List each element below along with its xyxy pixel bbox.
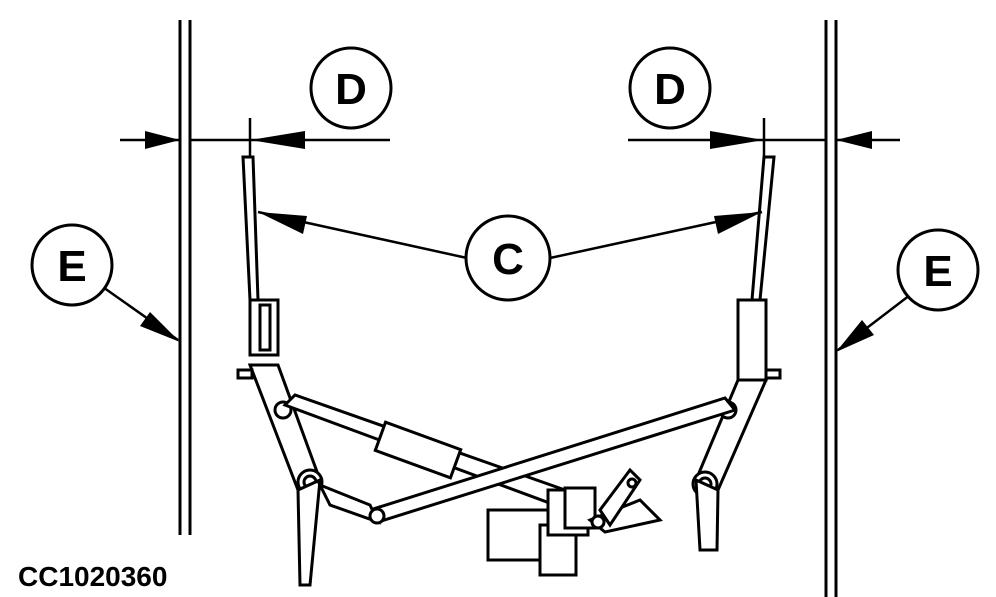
left-rail [178,20,192,535]
svg-text:E: E [57,242,86,291]
figure-id: CC1020360 [18,561,167,592]
callout-d-right: D [628,46,712,130]
leader-e-left [99,283,180,342]
callout-c: C [464,214,552,302]
leader-e-right [836,294,911,352]
callout-e-right: E [896,228,980,312]
callout-d-left: D [309,46,393,130]
cross-links [282,393,738,525]
svg-text:D: D [654,65,686,114]
svg-text:D: D [335,65,367,114]
dimension-d-right [628,118,900,160]
svg-text:C: C [492,235,524,284]
dimension-d-left [120,118,390,160]
left-arm [236,155,324,587]
right-rail [824,20,838,597]
center-actuator [486,467,664,577]
leader-c [257,210,763,260]
svg-text:E: E [923,247,952,296]
callout-e-left: E [30,223,114,307]
